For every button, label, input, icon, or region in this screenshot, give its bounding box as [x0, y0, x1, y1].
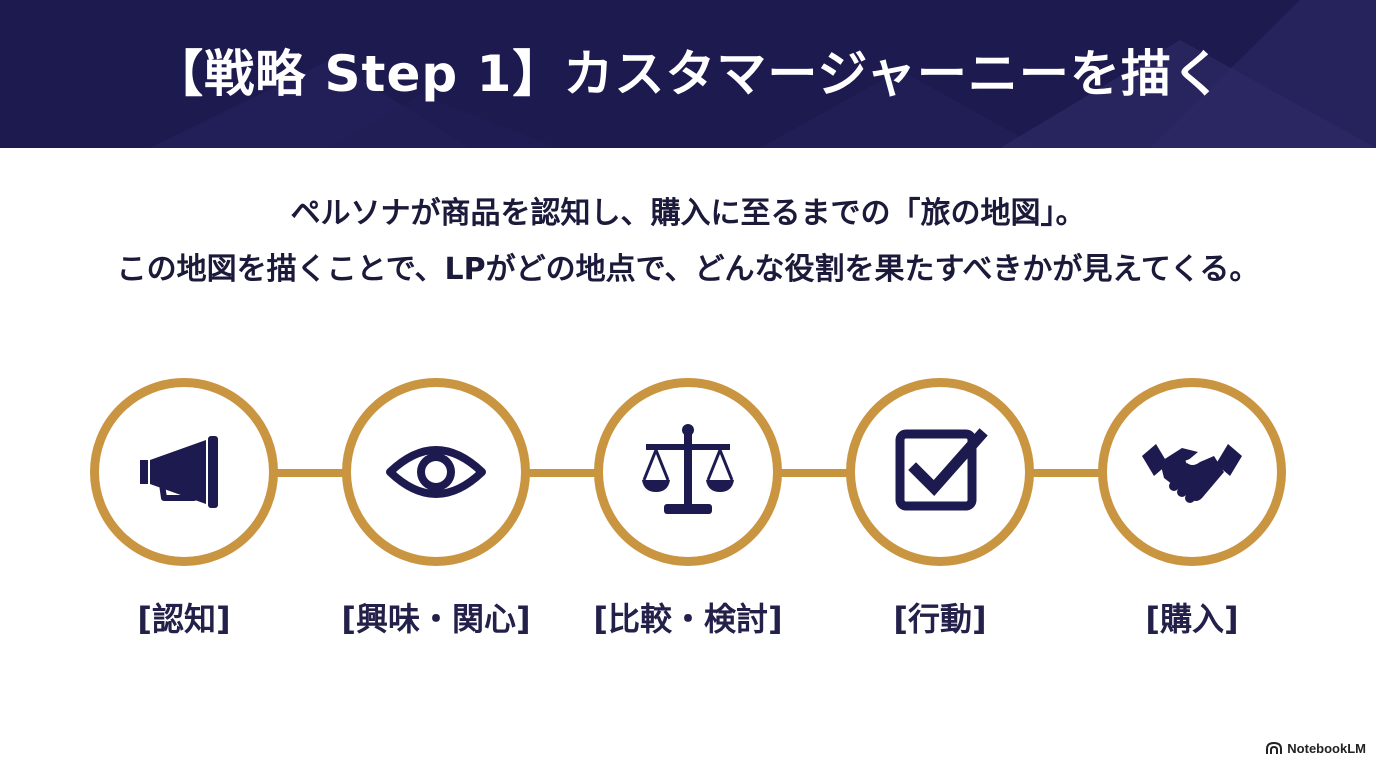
- intro-line-1: ペルソナが商品を認知し、購入に至るまでの「旅の地図」。: [290, 196, 1086, 231]
- checkbox-icon: [895, 428, 988, 511]
- page-title: 【戦略 Step 1】カスタマージャーニーを描く: [153, 45, 1223, 103]
- header-banner: 【戦略 Step 1】カスタマージャーニーを描く: [0, 0, 1376, 148]
- connector-line: [1026, 469, 1112, 477]
- customer-journey: [0, 378, 1376, 568]
- intro-line-2: この地図を描くことで、LPがどの地点で、どんな役割を果たすべきかが見えてくる。: [116, 252, 1260, 287]
- megaphone-icon: [140, 436, 218, 508]
- step-purchase: [1098, 378, 1286, 566]
- step-label-comparison: [比較・検討]: [593, 600, 783, 638]
- step-awareness: [90, 378, 278, 566]
- mountain-decoration: [150, 0, 1376, 148]
- scale-icon: [642, 424, 734, 514]
- connector-line: [270, 469, 356, 477]
- eye-icon: [386, 446, 486, 498]
- step-label-interest: [興味・関心]: [341, 600, 531, 638]
- handshake-icon: [1142, 444, 1242, 503]
- notebooklm-logo-icon: [1266, 741, 1283, 754]
- step-label-purchase: [購入]: [1145, 600, 1239, 638]
- notebooklm-brand: NotebookLM: [1266, 738, 1366, 758]
- brand-name: NotebookLM: [1287, 740, 1366, 756]
- step-label-action: [行動]: [893, 600, 987, 638]
- connector-line: [774, 469, 860, 477]
- connector-line: [522, 469, 608, 477]
- step-label-awareness: [認知]: [137, 600, 231, 638]
- step-comparison: [594, 378, 782, 566]
- step-interest: [342, 378, 530, 566]
- step-action: [846, 378, 1034, 566]
